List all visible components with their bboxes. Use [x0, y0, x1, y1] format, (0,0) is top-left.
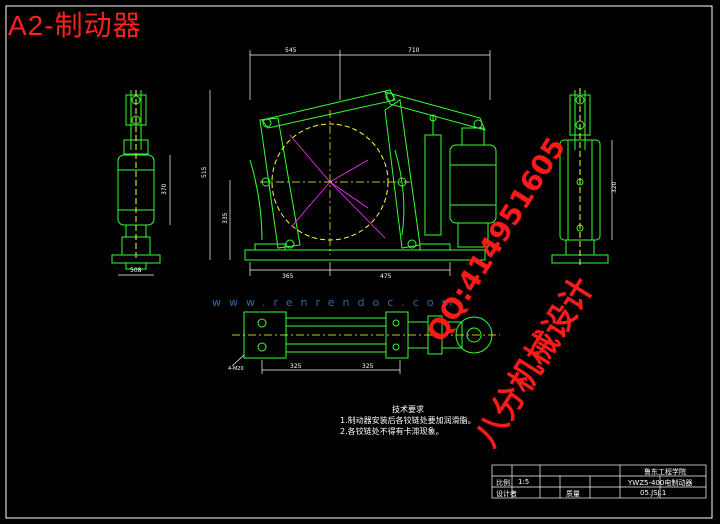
left-side-dims — [118, 155, 171, 276]
notes-line-2: 2.各铰链处不得有卡滞现象。 — [340, 427, 444, 436]
dim-left-inner: 335 — [222, 212, 229, 224]
dim-right-view-height: 320 — [611, 181, 618, 193]
tb-designer-label: 设计者 — [496, 490, 517, 498]
sheet-border — [5, 5, 713, 519]
plan-view — [232, 311, 500, 359]
tb-scale-label: 比例 — [496, 479, 510, 487]
sheet-title: A2-制动器 — [8, 10, 142, 41]
dim-top-left: 545 — [285, 47, 297, 54]
tb-mass-label: 质量 — [566, 490, 580, 498]
dim-left-view-height: 370 — [161, 183, 168, 195]
technical-notes: 技术要求 1.制动器安装后各铰链处要加润滑脂。 2.各铰链处不得有卡滞现象。 — [340, 404, 476, 437]
dim-bottom-right: 475 — [380, 273, 392, 280]
left-side-view — [111, 90, 161, 270]
dim-plan-note: 4-M20 — [228, 366, 244, 372]
dim-left-view-width: 508 — [130, 267, 142, 274]
dim-bottom-left: 365 — [282, 273, 294, 280]
notes-line-1: 1.制动器安装后各铰链处要加润滑脂。 — [340, 416, 476, 425]
tb-drawing-no: 05.JSJ.1 — [640, 489, 667, 497]
tb-scale: 1:5 — [518, 478, 530, 486]
right-side-view — [551, 88, 609, 265]
front-view — [209, 50, 497, 276]
dim-top-right: 710 — [408, 47, 420, 54]
dim-plan-right: 325 — [362, 363, 374, 370]
title-block — [491, 464, 707, 499]
dim-left-height: 515 — [201, 166, 208, 178]
notes-heading: 技术要求 — [392, 405, 424, 414]
tb-school: 鲁东工程学院 — [644, 468, 686, 476]
tb-drawing-name: YWZ5-400电制动器 — [628, 479, 693, 487]
plan-dims — [231, 354, 401, 374]
watermark-site: www.renrendoc.com — [212, 296, 461, 309]
dim-plan-left: 325 — [290, 363, 302, 370]
